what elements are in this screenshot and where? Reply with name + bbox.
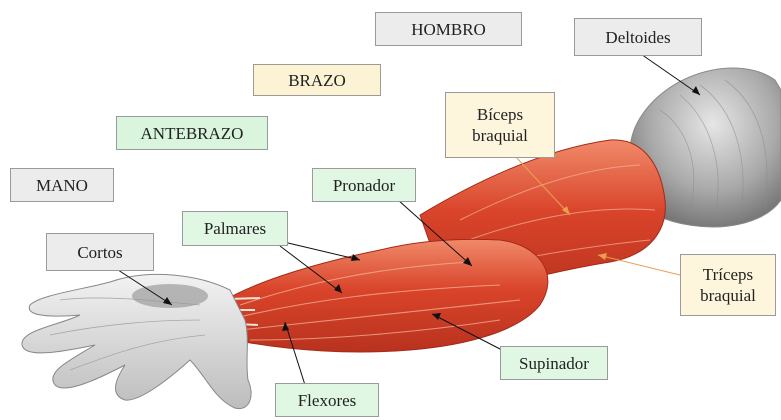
region-label-hombro: HOMBRO — [375, 12, 522, 46]
leader-triceps — [598, 255, 688, 277]
muscle-label-deltoides: Deltoides — [574, 18, 702, 56]
region-label-brazo: BRAZO — [253, 64, 381, 96]
muscle-label-cortos: Cortos — [46, 233, 154, 271]
region-label-mano: MANO — [10, 168, 114, 202]
muscle-label-supinador: Supinador — [500, 346, 608, 380]
leader-palmares-1 — [288, 243, 360, 260]
muscle-label-triceps-line1: Tríceps — [703, 264, 753, 285]
region-label-antebrazo: ANTEBRAZO — [116, 116, 268, 150]
muscle-label-flexores: Flexores — [275, 383, 379, 417]
muscle-label-triceps-line2: braquial — [700, 285, 756, 306]
muscle-label-biceps-line1: Bíceps — [477, 104, 523, 125]
muscle-label-triceps: Tríceps braquial — [680, 254, 776, 316]
muscle-label-pronador: Pronador — [312, 168, 416, 202]
forearm-muscle — [225, 239, 548, 352]
muscle-label-biceps-line2: braquial — [472, 125, 528, 146]
muscle-label-biceps: Bíceps braquial — [445, 92, 555, 158]
muscle-label-palmares: Palmares — [182, 211, 288, 246]
